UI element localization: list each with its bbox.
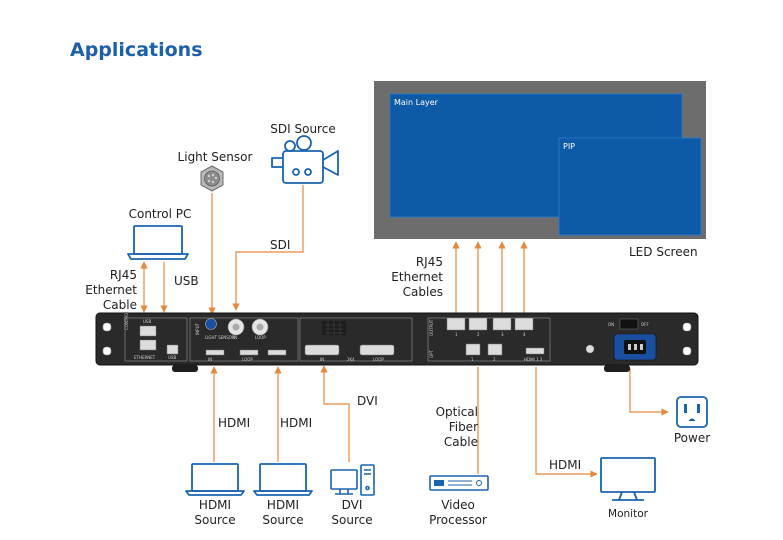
panel-usb-top: USB [143, 319, 151, 324]
panel-hdmi-loop: LOOP [242, 357, 253, 362]
led-screen-caption: LED Screen [629, 245, 698, 259]
rj45-right-line-2: Ethernet [391, 270, 443, 284]
dvi-in-port [304, 344, 340, 356]
rj45-left-label: RJ45 Ethernet Cable [85, 268, 137, 312]
panel-opt-1: 1 [471, 357, 474, 362]
main-layer-label: Main Layer [394, 98, 439, 107]
rj45-right-line-3: Cables [403, 285, 443, 299]
ethernet-port-2 [139, 339, 157, 351]
panel-dvi-2k4: 2K4 [347, 357, 355, 362]
sdi-line [232, 185, 304, 311]
power-outlet-icon [676, 396, 708, 428]
panel-port-4: 4 [523, 332, 526, 337]
hdmi-source-1-line-2: Source [194, 513, 235, 527]
dvi-loop-port [359, 344, 395, 356]
laptop-icon [127, 225, 189, 260]
light-sensor-label: Light Sensor [178, 150, 253, 164]
panel-hdmi13: HDMI 1.3 [524, 357, 543, 362]
pip-layer-label: PIP [563, 142, 575, 151]
ethernet-port-1 [139, 325, 157, 337]
optical-line-1: Optical [436, 405, 478, 419]
rj45-right-line-1: RJ45 [416, 255, 443, 269]
panel-light-sensor-label: LIGHT SENSOR [205, 335, 235, 340]
hdmi-out-line [535, 367, 598, 478]
hdmi-source-2-line-2: Source [262, 513, 303, 527]
usb-port [166, 344, 179, 355]
hdmi-loop-port [239, 349, 259, 356]
ground-screw [585, 344, 595, 354]
dvi-line [320, 365, 350, 462]
pip-layer [558, 137, 702, 236]
optical-port-2 [487, 343, 503, 356]
hdmi-out-port [525, 347, 545, 355]
panel-sdi-loop: LOOP [255, 335, 266, 340]
panel-port-2: 2 [477, 332, 480, 337]
power-label: Power [674, 431, 710, 445]
optical-port-1 [465, 343, 481, 356]
laptop-icon [253, 463, 313, 496]
page-title: Applications [70, 39, 203, 61]
usb-label: USB [174, 274, 199, 288]
power-switch [619, 318, 639, 330]
panel-usb-small: USB [168, 355, 176, 360]
panel-input-label: INPUT [195, 322, 200, 335]
control-pc-label: Control PC [129, 207, 192, 221]
panel-output-label: OUTPUT [429, 319, 434, 336]
panel-control-label: CONTROL [124, 310, 129, 330]
optical-label: Optical Fiber Cable [436, 405, 478, 449]
hdmi-label-2: HDMI [280, 416, 312, 430]
panel-hdmi-in: IN [208, 357, 212, 362]
optical-line-2: Fiber [449, 420, 478, 434]
monitor-label: Monitor [608, 508, 649, 520]
output-port-1 [446, 317, 466, 331]
panel-ethernet-label: ETHERNET [134, 355, 156, 360]
panel-on: ON [608, 322, 614, 327]
connector-lines [140, 185, 669, 478]
sdi-label: SDI [270, 238, 290, 252]
video-processor-line-1: Video [441, 498, 475, 512]
hdmi-source-1-line-1: HDMI [199, 498, 231, 512]
video-camera-icon [271, 135, 339, 184]
hdmi-in-port-2 [267, 349, 287, 356]
rj45-left-line-1: RJ45 [110, 268, 137, 282]
panel-sdi-in: IN [233, 335, 237, 340]
panel-dvi-loop: LOOP [373, 357, 384, 362]
panel-port-3: 3 [501, 332, 504, 337]
hdmi-label-1: HDMI [218, 416, 250, 430]
hdmi-in-port [205, 349, 225, 356]
desktop-pc-icon [330, 464, 375, 496]
optical-line-3: Cable [444, 435, 478, 449]
device-front-panel: CONTROL USB ETHERNET USB INPUT LIGHT SEN… [95, 310, 699, 372]
power-line [629, 368, 669, 416]
panel-opt-label: OPT [429, 349, 434, 358]
panel-opt-2: 2 [493, 357, 496, 362]
rj45-right-label: RJ45 Ethernet Cables [391, 255, 443, 299]
led-screen: Main Layer PIP [374, 81, 706, 239]
laptop-icon [185, 463, 245, 496]
output-port-4 [514, 317, 534, 331]
dvi-label: DVI [357, 394, 378, 408]
panel-dvi-in: IN [320, 357, 324, 362]
hdmi-out-label: HDMI [549, 458, 581, 472]
monitor-icon [600, 457, 656, 501]
light-sensor-port [205, 318, 217, 330]
panel-off: OFF [641, 322, 649, 327]
video-processor-line-2: Processor [429, 513, 487, 527]
video-processor-icon [429, 475, 489, 491]
output-port-3 [492, 317, 512, 331]
hdmi-source-2-line-1: HDMI [267, 498, 299, 512]
sdi-source-label: SDI Source [270, 122, 335, 136]
dvi-source-line-1: DVI [342, 498, 363, 512]
light-sensor-icon [200, 165, 224, 192]
output-port-2 [468, 317, 488, 331]
dvi-source-line-2: Source [331, 513, 372, 527]
panel-port-1: 1 [455, 332, 458, 337]
rj45-left-line-2: Ethernet [85, 283, 137, 297]
rj45-left-line-3: Cable [103, 298, 137, 312]
